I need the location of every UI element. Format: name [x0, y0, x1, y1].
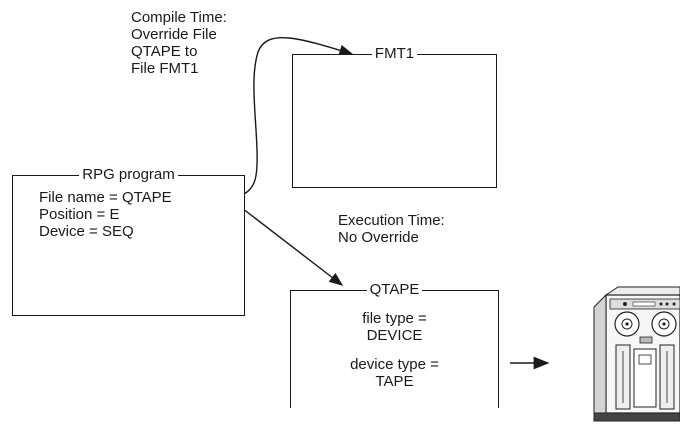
execution-time-arrow: [237, 204, 344, 286]
position-line: Position = E: [39, 206, 120, 223]
fmt1-file-title: FMT1: [371, 45, 418, 62]
device-line: Device = SEQ: [39, 223, 134, 240]
rpg-program-title: RPG program: [79, 166, 178, 183]
tape-drive-icon: [593, 286, 680, 422]
qtape-file-box: QTAPE file type = DEVICE device type = T…: [290, 281, 499, 408]
compile-note-line: QTAPE to: [131, 43, 198, 60]
compile-note-line: File FMT1: [131, 60, 199, 77]
compile-time-note: Compile Time: Override File QTAPE to Fil…: [131, 9, 227, 77]
qtape-file-title: QTAPE: [366, 281, 423, 298]
qtape-file-details: file type = DEVICE device type = TAPE: [291, 310, 498, 390]
compile-time-override-arrow: [237, 37, 354, 198]
device-type-value: TAPE: [375, 373, 414, 390]
compile-note-line: Compile Time:: [131, 9, 227, 26]
execution-note-line: No Override: [338, 229, 419, 246]
rpg-program-details: File name = QTAPE Position = E Device = …: [39, 189, 172, 240]
file-type-value: DEVICE: [366, 327, 423, 344]
rpg-program-box: RPG program File name = QTAPE Position =…: [12, 166, 245, 316]
fmt1-file-box: FMT1: [292, 45, 497, 188]
device-type-label: device type =: [350, 356, 439, 373]
compile-note-line: Override File: [131, 26, 217, 43]
file-name-line: File name = QTAPE: [39, 189, 172, 206]
file-type-label: file type =: [362, 310, 427, 327]
execution-time-note: Execution Time: No Override: [338, 212, 445, 246]
execution-note-line: Execution Time:: [338, 212, 445, 229]
